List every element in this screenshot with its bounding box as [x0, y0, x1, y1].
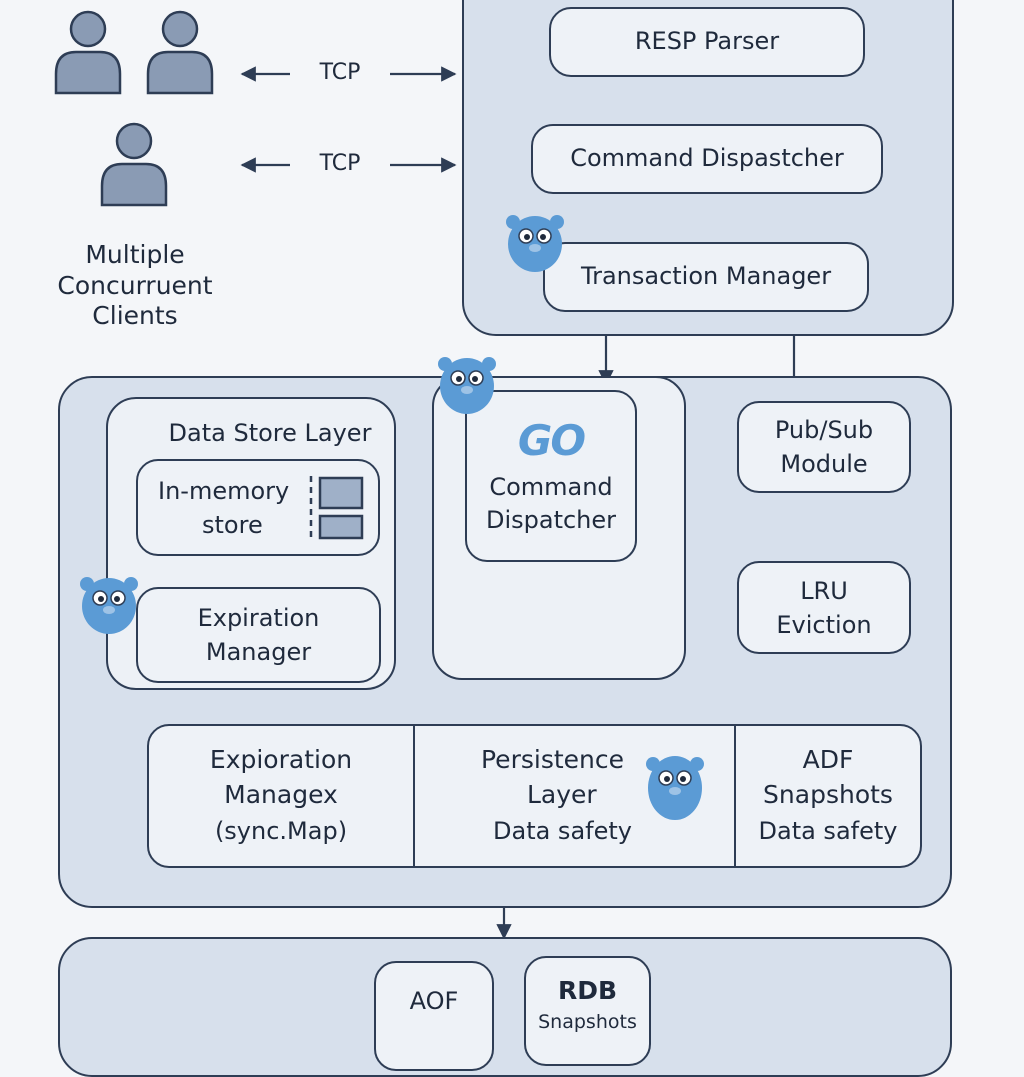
client-user-icon [54, 10, 122, 95]
persistence-layer-cell[interactable]: Persistence Layer Data safety [415, 726, 736, 866]
gopher-mascot-icon [80, 577, 138, 634]
go-command-dispatcher-box[interactable]: GO Command Dispatcher [465, 390, 637, 562]
aof-box[interactable]: AOF [374, 961, 494, 1071]
gopher-mascot-icon [506, 215, 564, 272]
gopher-mascot-icon [646, 756, 704, 820]
transaction-manager-box[interactable]: Transaction Manager [543, 242, 869, 312]
adf-snapshots-cell[interactable]: ADF Snapshots Data safety [758, 745, 898, 845]
rdb-snapshots-box[interactable]: RDB Snapshots [524, 956, 651, 1066]
go-logo: GO [517, 416, 586, 466]
resp-parser-box[interactable]: RESP Parser [549, 7, 865, 77]
pubsub-module-box[interactable]: Pub/Sub Module [737, 401, 911, 493]
expioration-cell[interactable]: Expioration Managex (sync.Map) [149, 726, 415, 866]
client-user-icon [146, 10, 214, 95]
tcp-label: TCP [290, 150, 390, 178]
lru-eviction-box[interactable]: LRU Eviction [737, 561, 911, 654]
memory-block-icon [309, 476, 364, 540]
clients-label: Multiple Concurruent Clients [57, 240, 213, 330]
data-store-layer-title: Data Store Layer [168, 419, 372, 447]
expiration-manager-box[interactable]: Expiration Manager [136, 587, 381, 683]
client-user-icon [100, 122, 168, 207]
command-dispatcher-box[interactable]: Command Dispastcher [531, 124, 883, 194]
storage-panel [58, 937, 952, 1077]
gopher-mascot-icon [438, 357, 496, 414]
tcp-label: TCP [290, 59, 390, 87]
persistence-row: Expioration Managex (sync.Map) Persisten… [147, 724, 922, 868]
